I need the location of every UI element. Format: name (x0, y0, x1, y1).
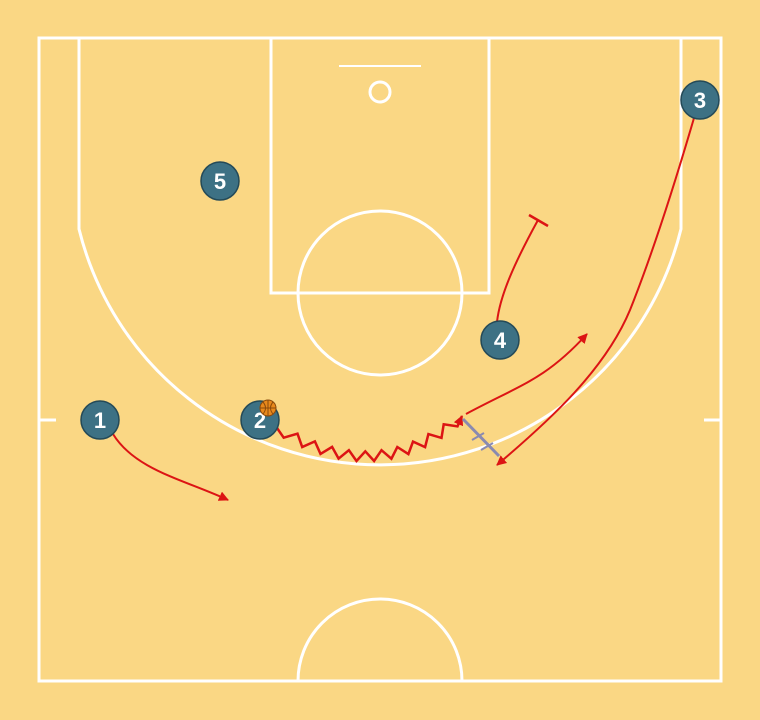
screen-bar (528, 213, 549, 228)
play-actions (112, 117, 695, 501)
player-4[interactable]: 4 (480, 320, 520, 360)
player-3[interactable]: 3 (680, 80, 720, 120)
handoff-line (461, 417, 501, 458)
cut-path-player-3 (496, 117, 695, 466)
player-marker (480, 320, 520, 360)
three-point-line (77, 38, 683, 467)
paint-lane (269, 36, 491, 295)
handoff-marker (461, 417, 501, 458)
dribble-path-player-2 (275, 415, 464, 464)
center-circle (296, 597, 464, 682)
player-5[interactable]: 5 (200, 161, 240, 201)
player-number: 5 (214, 169, 226, 194)
player-number: 3 (694, 88, 706, 113)
handoff-tick-2 (480, 442, 494, 451)
basket-rim (368, 80, 392, 104)
player-1[interactable]: 1 (80, 400, 120, 440)
handoff-tick-1 (471, 432, 485, 441)
player-marker (80, 400, 120, 440)
player-marker (680, 80, 720, 120)
free-throw-circle (296, 209, 464, 377)
basketball-icon (259, 399, 277, 417)
player-number: 1 (94, 408, 106, 433)
player-number: 4 (494, 328, 507, 353)
cut-path-player-1 (112, 433, 229, 501)
court-lines (37, 36, 723, 683)
screen-path-player-4 (496, 219, 539, 323)
court-boundary (37, 36, 723, 683)
player-marker (200, 161, 240, 201)
pass-path (465, 333, 588, 415)
